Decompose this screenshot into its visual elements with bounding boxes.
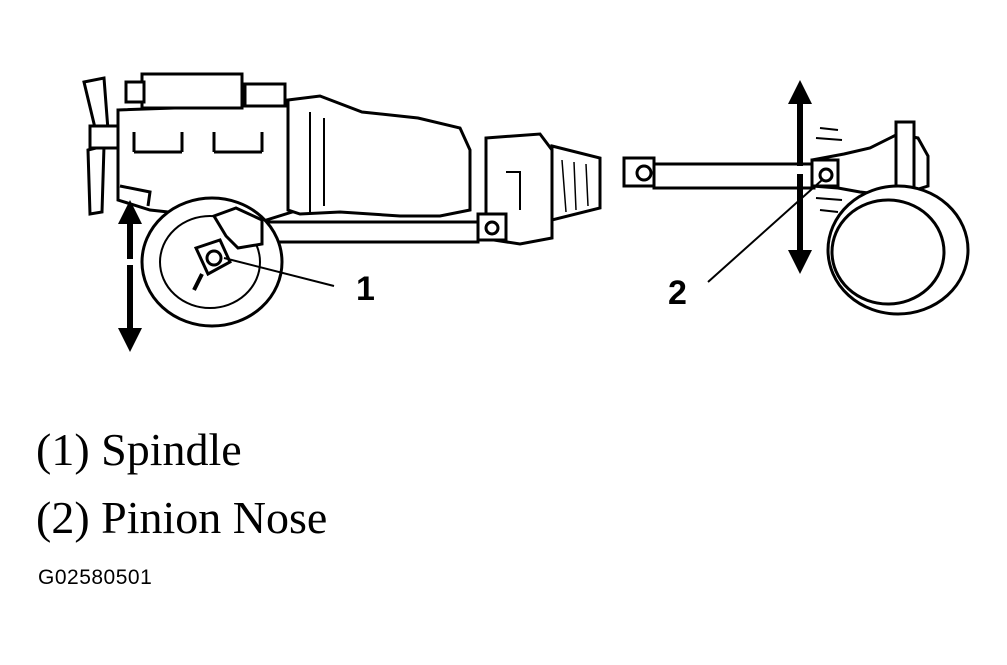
extension-housing xyxy=(550,144,602,222)
front-up-down-arrow xyxy=(118,200,142,352)
transmission xyxy=(286,94,472,218)
leader-line-1 xyxy=(223,257,335,287)
legend-spindle: (1) Spindle xyxy=(36,424,242,475)
rear-up-down-arrow xyxy=(788,80,812,274)
engine-block xyxy=(116,72,294,224)
legend-pinion-nose: (2) Pinion Nose xyxy=(36,492,328,543)
rear-axle xyxy=(810,120,930,213)
fan-blade xyxy=(82,76,120,216)
drivetrain-diagram: 1 2 xyxy=(82,72,970,352)
front-driveshaft xyxy=(246,212,508,244)
spindle xyxy=(192,206,264,291)
figure-id: G02580501 xyxy=(38,566,153,589)
callout-2: 2 xyxy=(668,274,687,312)
rear-wheel xyxy=(826,184,970,316)
leader-line-2 xyxy=(707,179,823,283)
rear-driveshaft xyxy=(622,156,816,190)
callout-1: 1 xyxy=(356,270,375,308)
